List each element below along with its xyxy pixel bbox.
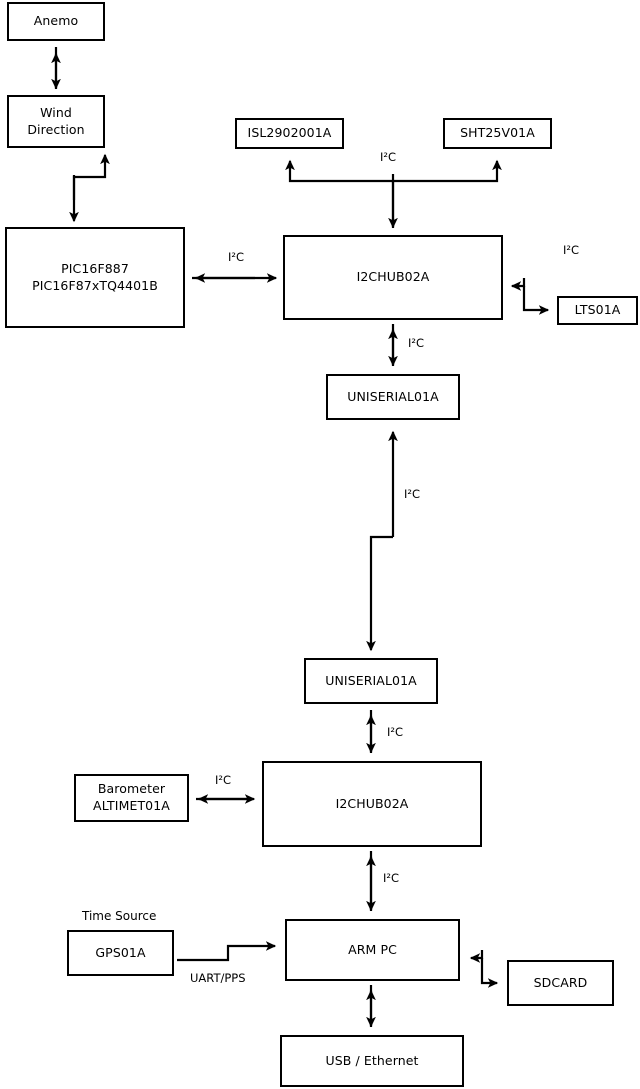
node-label: UNISERIAL01A: [347, 388, 439, 404]
node-label: UNISERIAL01A: [325, 672, 417, 688]
node-label: Wind Direction: [27, 104, 85, 137]
node-wind-direction[interactable]: Wind Direction: [7, 95, 105, 148]
edge-label-i2c-uniserial-link: I²C: [404, 487, 421, 501]
edge-label-i2c-hub-uniserial: I²C: [408, 336, 425, 350]
edge-label-i2c-uniserial-hub: I²C: [387, 725, 404, 739]
connector-wind-pic: [72, 153, 110, 200]
connector-hubtop-lts: [510, 278, 526, 291]
node-i2chub02a-bottom[interactable]: I2CHUB02A: [262, 761, 482, 847]
node-gps01a[interactable]: GPS01A: [67, 930, 174, 976]
label-time-source: Time Source: [82, 909, 157, 923]
node-uniserial01a-upper[interactable]: UNISERIAL01A: [326, 374, 460, 420]
node-arm-pc[interactable]: ARM PC: [285, 919, 460, 981]
node-label: SHT25V01A: [460, 125, 535, 141]
node-label: SDCARD: [533, 974, 588, 990]
node-i2chub02a-top[interactable]: I2CHUB02A: [283, 235, 503, 320]
connector-gps-armpc: [177, 941, 277, 962]
edge-label-uart-pps: UART/PPS: [190, 971, 246, 985]
connector-armpc-sdcard: [469, 950, 484, 963]
node-uniserial01a-lower[interactable]: UNISERIAL01A: [304, 658, 438, 704]
edge-label-i2c-lts: I²C: [563, 243, 580, 257]
node-pic-microcontroller[interactable]: PIC16F887 PIC16F87xTQ4401B: [5, 227, 185, 328]
node-label: Anemo: [33, 13, 79, 29]
node-label: USB / Ethernet: [325, 1052, 419, 1068]
node-sht25v01a[interactable]: SHT25V01A: [443, 118, 552, 149]
edge-label-i2c-pic-hub: I²C: [228, 250, 245, 264]
edge-label-i2c-hub-armpc: I²C: [383, 871, 400, 885]
node-barometer-altimet01a[interactable]: Barometer ALTIMET01A: [74, 774, 189, 822]
node-usb-ethernet[interactable]: USB / Ethernet: [280, 1035, 464, 1087]
node-label: ARM PC: [348, 941, 397, 957]
node-label: GPS01A: [95, 944, 146, 960]
node-sdcard[interactable]: SDCARD: [507, 960, 614, 1006]
node-label: I2CHUB02A: [356, 269, 430, 285]
node-anemo[interactable]: Anemo: [7, 2, 105, 41]
node-label: PIC16F887 PIC16F87xTQ4401B: [32, 260, 158, 293]
edge-label-i2c-sensor-bus: I²C: [380, 150, 397, 164]
node-lts01a[interactable]: LTS01A: [557, 296, 638, 325]
node-isl2902001a[interactable]: ISL2902001A: [235, 118, 344, 149]
node-label: Barometer ALTIMET01A: [93, 781, 170, 813]
node-label: LTS01A: [574, 302, 621, 318]
connector-hubtop-bus: [285, 159, 395, 228]
node-label: ISL2902001A: [247, 125, 332, 141]
edge-label-i2c-barometer: I²C: [215, 773, 232, 787]
node-label: I2CHUB02A: [335, 795, 409, 811]
